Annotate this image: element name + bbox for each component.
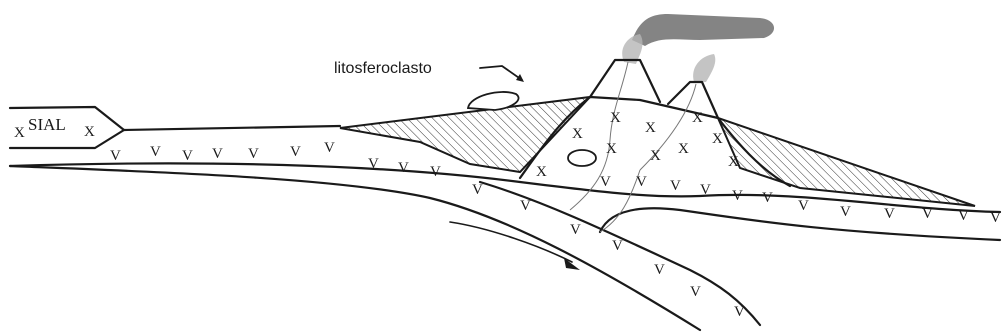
volcano-main xyxy=(590,60,660,102)
mantle-v-symbol: V xyxy=(734,304,745,320)
crust-x-symbol: X xyxy=(645,120,656,136)
mantle-v-symbol: V xyxy=(248,146,259,162)
mantle-v-symbol: V xyxy=(670,178,681,194)
mantle-v-symbol: V xyxy=(884,206,895,222)
mantle-v-symbol: V xyxy=(990,210,1001,226)
mantle-v-symbol: V xyxy=(290,144,301,160)
crust-x-symbol: X xyxy=(650,148,661,164)
label-arrow xyxy=(480,66,522,80)
mantle-v-symbol: V xyxy=(922,206,933,222)
crust-x-symbol: X xyxy=(572,126,583,142)
mantle-v-symbol: V xyxy=(732,188,743,204)
mantle-v-symbol: V xyxy=(700,182,711,198)
crust-x-symbol: X xyxy=(610,110,621,126)
crust-x-symbol: X xyxy=(692,110,703,126)
mantle-v-symbol: V xyxy=(570,222,581,238)
mantle-v-symbol: V xyxy=(762,190,773,206)
mantle-v-symbol: V xyxy=(182,148,193,164)
crust-x-symbol: X xyxy=(14,125,25,141)
magma-chamber xyxy=(568,150,596,166)
mantle-symbols: V V V V V V V V V V V V V V V V V V V V V V V V V V V V V xyxy=(110,140,1001,320)
mantle-v-symbol: V xyxy=(798,198,809,214)
mantle-v-symbol: V xyxy=(654,262,665,278)
crust-x-symbol: X xyxy=(84,124,95,140)
mantle-v-symbol: V xyxy=(212,146,223,162)
mantle-v-symbol: V xyxy=(472,182,483,198)
label-arrowhead xyxy=(516,74,524,82)
mantle-v-symbol: V xyxy=(368,156,379,172)
sial-label: SIAL xyxy=(28,115,66,134)
mantle-v-symbol: V xyxy=(840,204,851,220)
mantle-v-symbol: V xyxy=(430,164,441,180)
mantle-v-symbol: V xyxy=(600,174,611,190)
mantle-v-symbol: V xyxy=(110,148,121,164)
mantle-v-symbol: V xyxy=(398,160,409,176)
crust-x-symbol: X xyxy=(712,131,723,147)
plate-top-surface xyxy=(124,126,340,130)
mantle-v-symbol: V xyxy=(636,174,647,190)
crust-x-symbol: X xyxy=(536,164,547,180)
mantle-v-symbol: V xyxy=(690,284,701,300)
crust-x-symbol: X xyxy=(606,141,617,157)
mantle-v-symbol: V xyxy=(324,140,335,156)
mantle-v-symbol: V xyxy=(958,208,969,224)
mantle-v-symbol: V xyxy=(150,144,161,160)
crust-x-symbol: X xyxy=(728,154,739,170)
mantle-v-symbol: V xyxy=(520,198,531,214)
crust-x-symbol: X xyxy=(678,141,689,157)
subduction-arrow xyxy=(450,222,572,262)
litosferoclasto-label: litosferoclasto xyxy=(334,60,432,77)
mantle-v-symbol: V xyxy=(612,238,623,254)
